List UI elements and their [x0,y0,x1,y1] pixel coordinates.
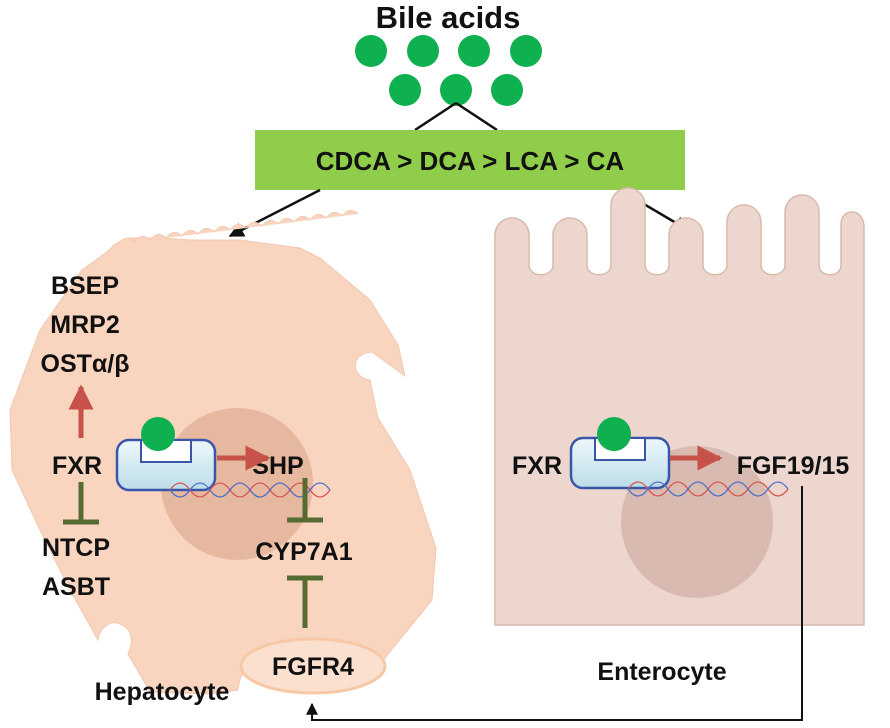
enterocyte-fxr-label: FXR [512,452,562,480]
bile-acid-molecule [407,35,439,67]
bile-acid-cluster [355,35,542,106]
target-label-mrp2: MRP2 [50,311,119,339]
target-label-ost: OSTα/β [41,350,130,378]
potency-order-box [255,130,685,190]
fgfr4-inhibits-cyp7a1-bar [287,575,323,628]
connector-lines [414,101,498,132]
bile-acid-molecule [355,35,387,67]
hepatocyte-cell-label: Hepatocyte [95,678,230,706]
enterocyte-fgf19-label: FGF19/15 [737,452,850,480]
bile-acid-ligand [141,417,175,451]
bile-acid-molecule [389,74,421,106]
fgfr4-label: FGFR4 [272,653,354,681]
fgfr4-receptor [239,637,387,695]
target-label-ntcp: NTCP [42,534,110,562]
hepatocyte-microvilli [117,210,359,245]
enterocyte-fxr-receptor [569,417,671,490]
bile-acid-molecule [510,35,542,67]
fgf19-to-fgfr4-path [306,486,803,721]
hepatocyte-cyp7a1-label: CYP7A1 [255,538,352,566]
potency-order-text: CDCA > DCA > LCA > CA [316,146,625,176]
arrow-to-hepatocyte [228,188,321,238]
enterocyte-cell-label: Enterocyte [597,658,726,686]
target-label-bsep: BSEP [51,272,119,300]
dna-helix-enterocyte-strand [627,481,789,497]
hepatocyte-fxr-label: FXR [52,452,102,480]
target-label-asbt: ASBT [42,573,110,601]
fxr-inhibits-ntcp-bar [63,482,99,525]
bile-acid-molecule [491,74,523,106]
bile-acid-molecule [440,74,472,106]
bile-acid-molecule [458,35,490,67]
shp-inhibits-cyp7a1-bar [287,478,323,523]
bile-acid-ligand [597,417,631,451]
hepatocyte-fxr-receptor [115,417,217,492]
title: Bile acids [376,0,521,35]
